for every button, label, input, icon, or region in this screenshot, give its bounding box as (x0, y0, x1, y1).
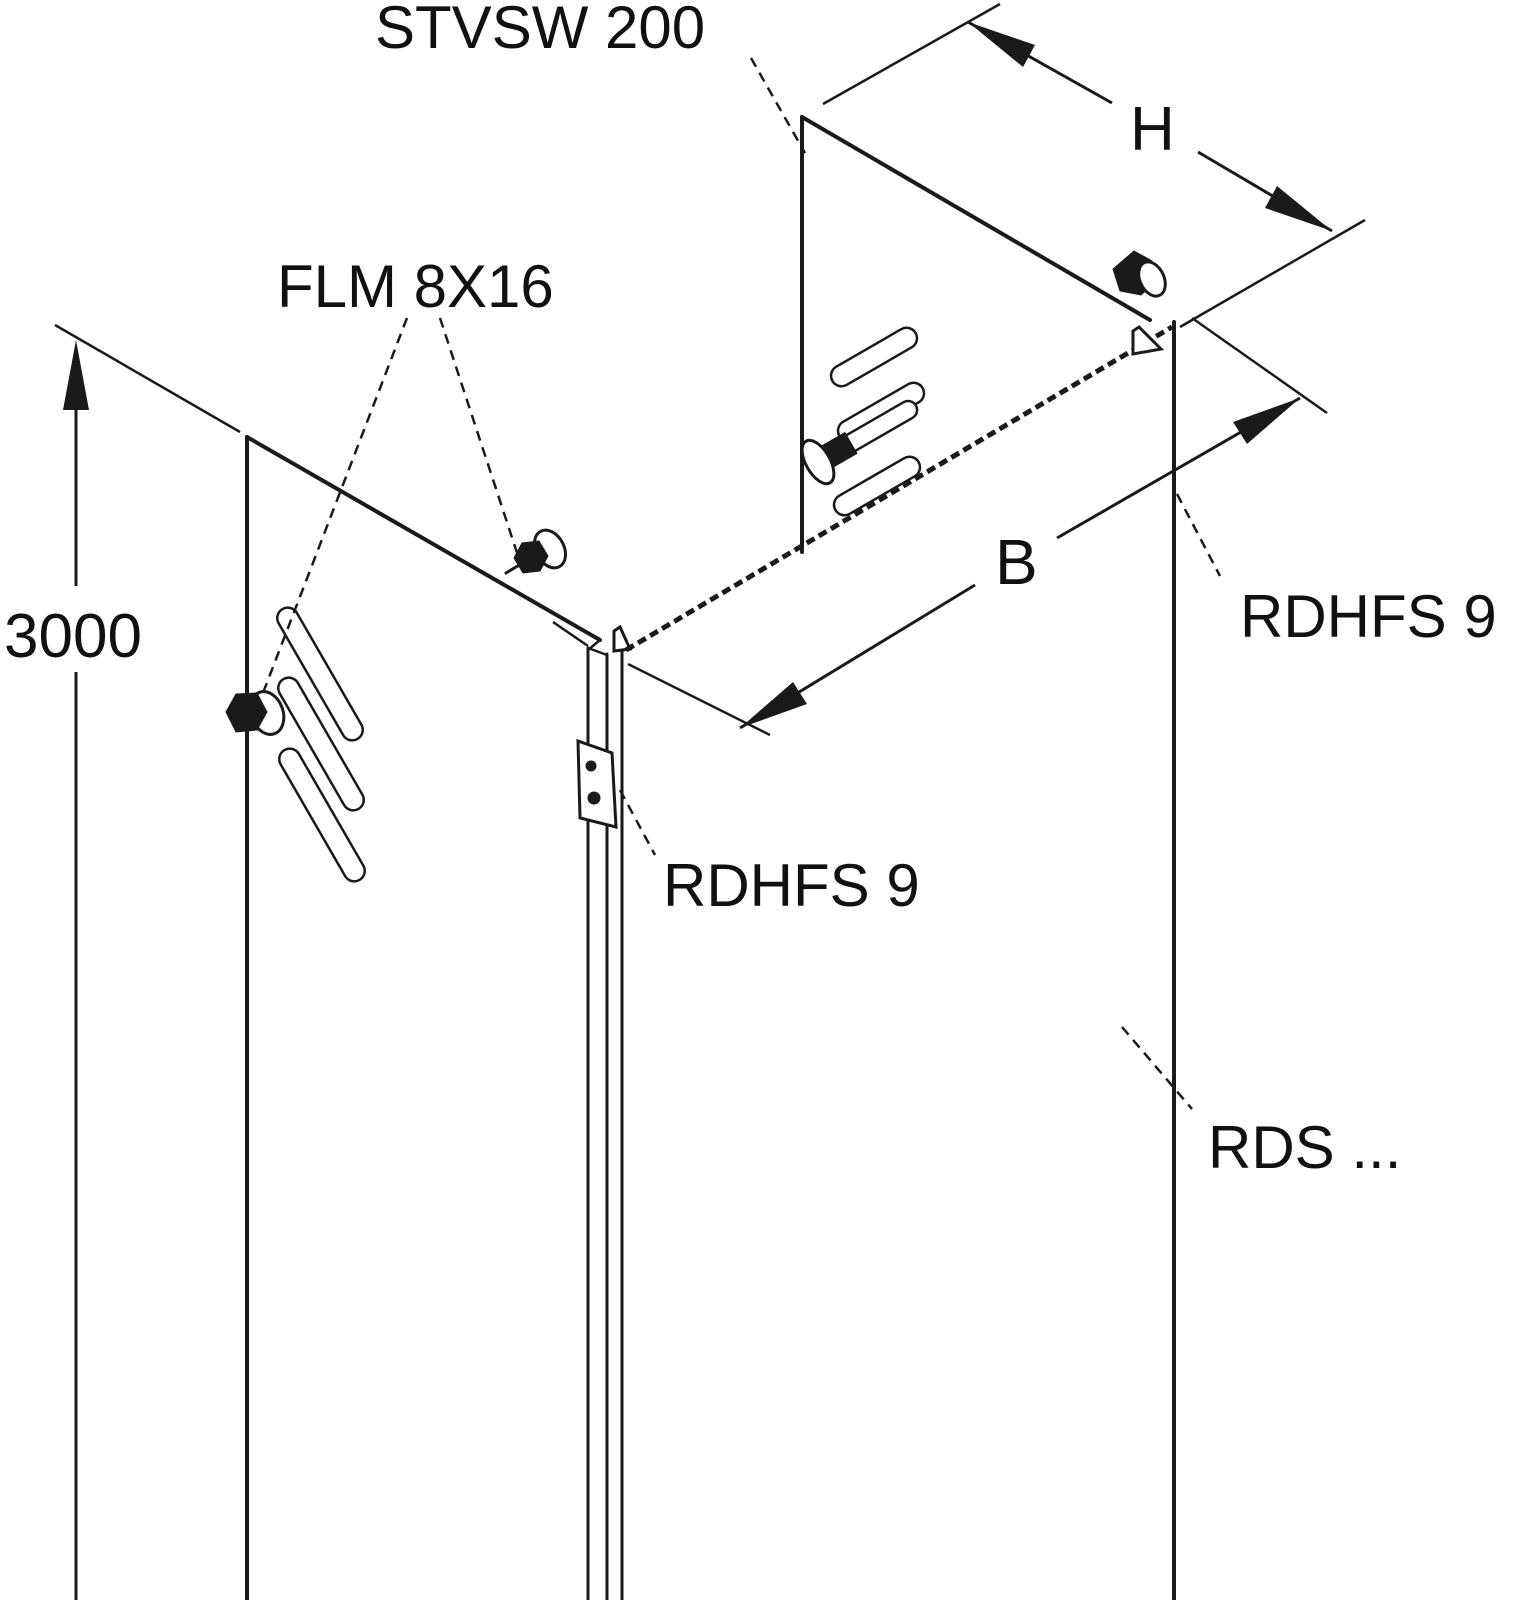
flange-nut (225, 690, 286, 736)
slot (829, 326, 919, 388)
extension-line-upper (822, 2, 1001, 106)
wall-top-edge (800, 115, 1152, 322)
slot (277, 676, 365, 812)
height-dimension-label: H (1130, 95, 1175, 164)
dimension-3000: 3000 (4, 323, 241, 1600)
top-screw (1112, 250, 1167, 298)
slot (278, 747, 366, 883)
flange-screw (504, 528, 568, 575)
duct-series-label: RDS ... (1208, 1114, 1401, 1181)
duct-top-edge (624, 324, 1174, 653)
leader-to-corner (1175, 493, 1222, 577)
right-panel (624, 320, 1176, 1600)
connector-top-right-label: RDHFS 9 (1240, 583, 1497, 650)
corner-fold-tab-right (1131, 325, 1165, 356)
fastener-label: FLM 8X16 (277, 253, 554, 320)
connector-middle: RDHFS 9 (576, 738, 920, 919)
extension-line-lower (1179, 218, 1366, 329)
connector-plate (576, 738, 618, 829)
separation-wall-callout: STVSW 200 (375, 0, 807, 154)
duct-callout: RDS ... (1121, 1026, 1401, 1181)
left-panel (225, 435, 602, 1600)
connector-top-right: RDHFS 9 (1175, 493, 1497, 650)
post-cap (587, 646, 608, 657)
plate-hole (585, 760, 597, 772)
leader-to-plate (618, 789, 657, 856)
flange-bolt (800, 399, 919, 486)
extension-line-upper (1191, 316, 1328, 415)
separation-wall-label: STVSW 200 (375, 0, 705, 61)
length-dimension-label: 3000 (4, 602, 142, 671)
arrowhead-upleft (968, 22, 1035, 67)
fastener-callout: FLM 8X16 (261, 253, 554, 694)
arrowhead-downright (1265, 186, 1332, 231)
bolt-flange-head (800, 438, 836, 486)
slot (276, 606, 364, 742)
arrowhead-upright (1233, 398, 1300, 444)
leader-to-duct (1121, 1026, 1193, 1110)
leader-to-screw (438, 317, 523, 566)
left-panel-top-edge (245, 435, 602, 642)
extension-line (54, 323, 241, 434)
leader-to-wall (749, 57, 807, 154)
width-dimension-label: B (995, 526, 1038, 598)
plate-screw (587, 791, 601, 805)
connector-middle-label: RDHFS 9 (663, 852, 920, 919)
leader-to-nut (261, 317, 409, 694)
corner-fold-tab (612, 624, 633, 653)
dimension-H: H (822, 2, 1366, 329)
left-panel-hem-fold (552, 620, 589, 648)
arrowhead-downleft (740, 682, 807, 728)
dimension-B: B (627, 316, 1328, 737)
slot (832, 455, 922, 517)
separation-wall (800, 115, 1167, 554)
